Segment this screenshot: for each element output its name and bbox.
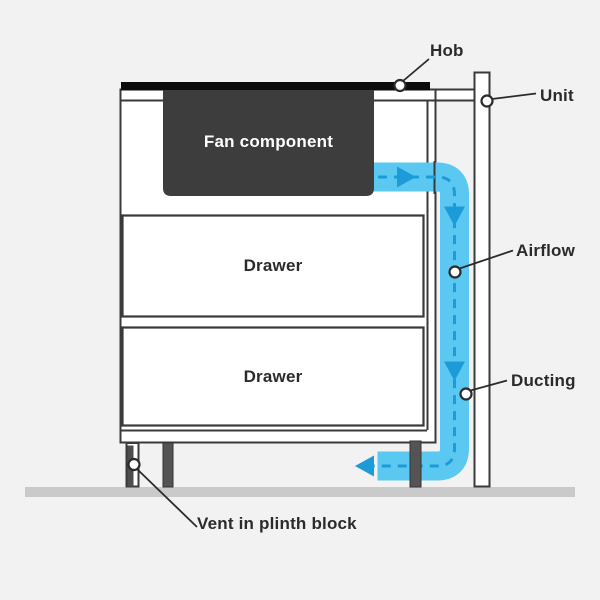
plinth-leg-right [409, 440, 422, 488]
unit-marker-icon [480, 94, 494, 108]
unit-callout-line [491, 92, 537, 100]
airflow-arrow-down-lower-icon [444, 361, 465, 381]
hob-label: Hob [430, 41, 464, 60]
ducting-marker-icon [459, 387, 473, 401]
fan-component-label: Fan component [203, 132, 334, 151]
hob-callout-line [402, 58, 430, 82]
airflow-marker-icon [448, 265, 462, 279]
plinth-leg-left [162, 442, 174, 488]
unit-side-panel [473, 71, 491, 488]
drawer-top-label: Drawer [243, 256, 303, 275]
ducting-label: Ducting [511, 371, 576, 390]
airflow-arrow-right-icon [397, 166, 416, 188]
hob-surface [121, 82, 430, 91]
vent-callout-line [136, 468, 198, 528]
unit-label: Unit [540, 86, 574, 105]
drawer-top-box [121, 214, 425, 318]
airflow-arrow-down-upper-icon [444, 206, 465, 226]
drawer-bottom-box [121, 326, 425, 427]
airflow-callout-line [459, 249, 514, 270]
airflow-arrow-left-icon [355, 455, 374, 477]
ducting-callout-line [470, 379, 508, 392]
airflow-label: Airflow [516, 241, 576, 260]
countertop [429, 88, 476, 102]
vent-in-plinth-label: Vent in plinth block [197, 514, 357, 533]
airflow-dashed-line [374, 175, 456, 468]
hob-marker-icon [393, 78, 407, 93]
fan-component-box [163, 90, 374, 196]
vent-marker-icon [127, 457, 141, 472]
floor [25, 487, 575, 497]
drawer-bottom-label: Drawer [243, 366, 303, 386]
